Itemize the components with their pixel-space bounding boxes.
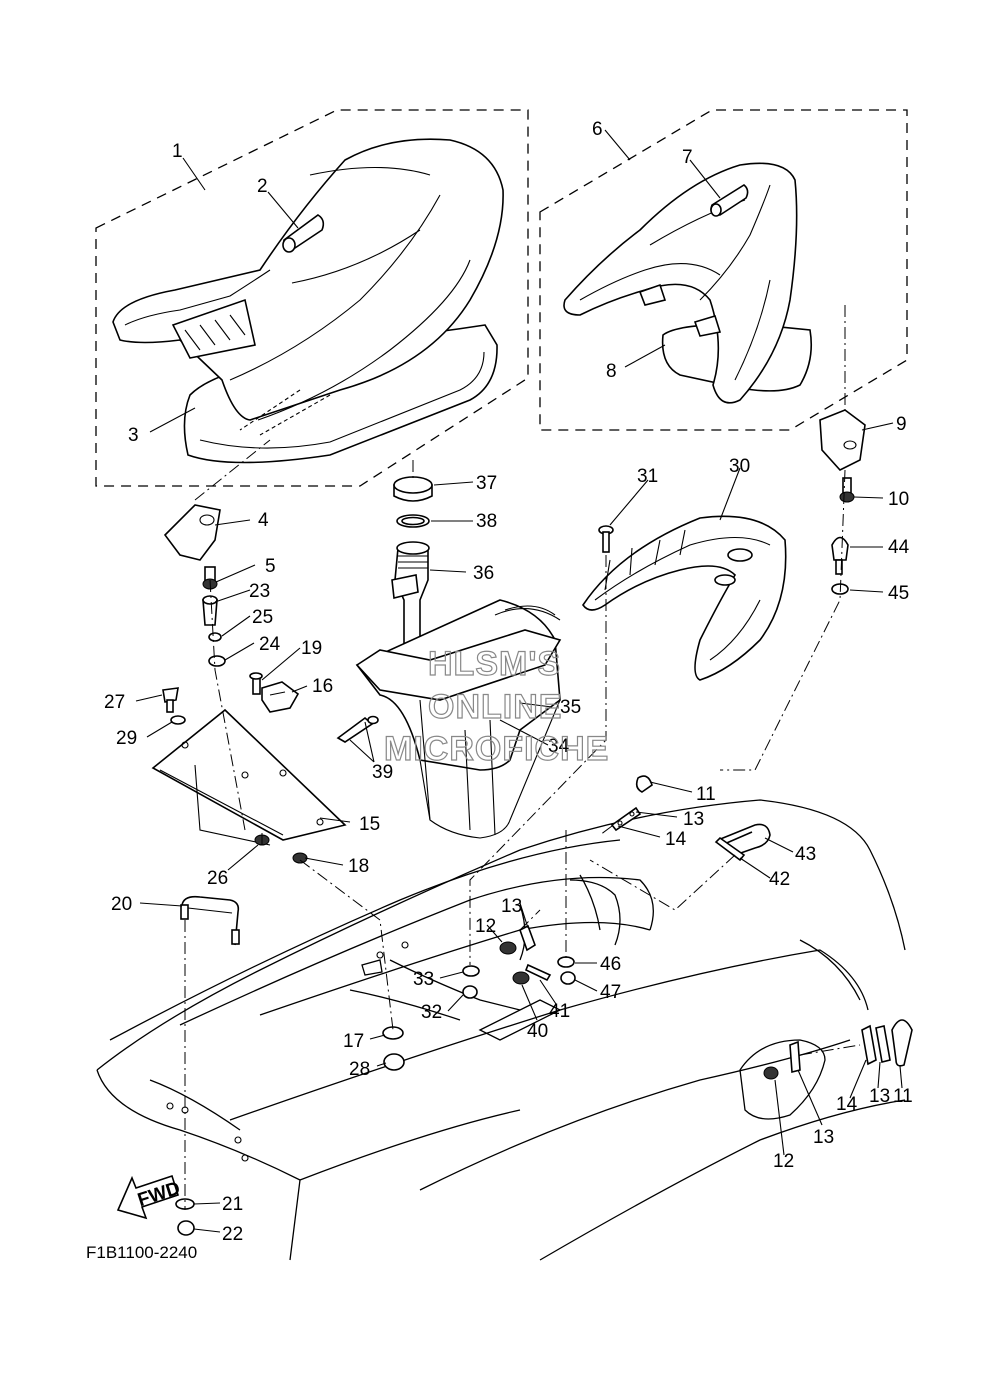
callout-28: 28	[349, 1059, 370, 1080]
callout-42: 42	[769, 869, 790, 890]
storage-box	[355, 599, 562, 839]
callout-23: 23	[249, 581, 270, 602]
callout-12-lower: 12	[773, 1151, 794, 1172]
callout-19: 19	[301, 638, 322, 659]
rear-seat	[563, 162, 813, 404]
callout-43: 43	[795, 844, 816, 865]
callout-35: 35	[560, 697, 581, 718]
callout-32: 32	[421, 1002, 442, 1023]
callout-17: 17	[343, 1031, 364, 1052]
callout-27: 27	[104, 692, 125, 713]
callout-4: 4	[258, 510, 269, 531]
seat-front-group-outline	[95, 109, 529, 487]
callout-44: 44	[888, 537, 910, 558]
callout-41: 41	[549, 1001, 570, 1022]
callout-11-lower: 11	[893, 1086, 913, 1107]
callout-15: 15	[359, 814, 380, 835]
figure-code: F1B1100-2240	[86, 1243, 197, 1262]
callout-13-a: 13	[683, 809, 704, 830]
tow-handle	[175, 895, 240, 1236]
fwd-direction-arrow: FWD	[116, 1174, 183, 1220]
callout-20: 20	[111, 894, 132, 915]
callout-14-lower: 14	[836, 1094, 858, 1115]
watermark-line-1: HLSM'S	[428, 645, 561, 683]
callout-47: 47	[600, 982, 621, 1003]
filler-cap-group	[391, 476, 433, 654]
callout-5: 5	[265, 556, 276, 577]
callout-21: 21	[222, 1194, 243, 1215]
callout-45: 45	[888, 583, 909, 604]
callout-18: 18	[348, 856, 369, 877]
callout-34: 34	[548, 736, 570, 757]
watermark-line-2: ONLINE	[428, 688, 562, 726]
callout-16: 16	[312, 676, 333, 697]
callout-1: 1	[172, 141, 183, 162]
callout-40: 40	[527, 1021, 548, 1042]
callout-39: 39	[372, 762, 393, 783]
callout-12-upper: 12	[475, 916, 496, 937]
callout-6: 6	[592, 119, 603, 140]
front-seat	[112, 138, 504, 464]
u-bolt	[714, 823, 771, 862]
assembly-centerlines	[184, 305, 861, 1210]
seat-handle-grip	[282, 214, 325, 253]
callout-33: 33	[413, 969, 434, 990]
callout-29: 29	[116, 728, 137, 749]
callout-8: 8	[606, 361, 617, 382]
callout-37: 37	[476, 473, 497, 494]
callout-31: 31	[637, 466, 658, 487]
fwd-arrow-label: FWD	[135, 1178, 183, 1211]
hull-deck	[96, 799, 906, 1261]
callout-46: 46	[600, 954, 621, 975]
watermark-line-3: MICROFICHE	[384, 730, 609, 768]
callout-13-c: 13	[869, 1086, 890, 1107]
latch-hardware-right	[831, 477, 855, 595]
callout-13-b: 13	[501, 896, 522, 917]
callout-36: 36	[473, 563, 494, 584]
rear-grab-handle	[582, 515, 787, 681]
leader-lines	[135, 129, 903, 1233]
callout-10: 10	[888, 489, 909, 510]
callout-30: 30	[729, 456, 750, 477]
callout-38: 38	[476, 511, 497, 532]
grab-handle-bolt	[598, 525, 614, 553]
callout-25: 25	[252, 607, 273, 628]
mounting-plate	[151, 708, 347, 846]
callout-11-upper: 11	[696, 784, 716, 805]
callout-14-upper: 14	[665, 829, 687, 850]
storage-box-screw	[336, 715, 379, 743]
seat-latch-bracket-front	[163, 504, 221, 561]
clips-upper	[610, 775, 653, 832]
callout-26: 26	[207, 868, 228, 889]
callout-3: 3	[128, 425, 139, 446]
rubber-mount	[261, 681, 300, 713]
callout-22: 22	[222, 1224, 243, 1245]
deck-fasteners	[382, 924, 779, 1080]
rear-seat-handle-grip	[710, 184, 749, 217]
callout-2: 2	[257, 176, 268, 197]
seat-latch-bracket-rear	[819, 409, 866, 471]
callout-9: 9	[896, 414, 907, 435]
clips-lower	[789, 1019, 913, 1074]
watermark: HLSM'S ONLINE MICROFICHE	[383, 644, 609, 768]
callout-13-d: 13	[813, 1127, 834, 1148]
callout-labels: 1 2 3 4 5 6 7 8 9 10 11 11 12 12 13 13 1…	[104, 119, 913, 1245]
callout-24: 24	[259, 634, 281, 655]
callout-7: 7	[682, 147, 693, 168]
